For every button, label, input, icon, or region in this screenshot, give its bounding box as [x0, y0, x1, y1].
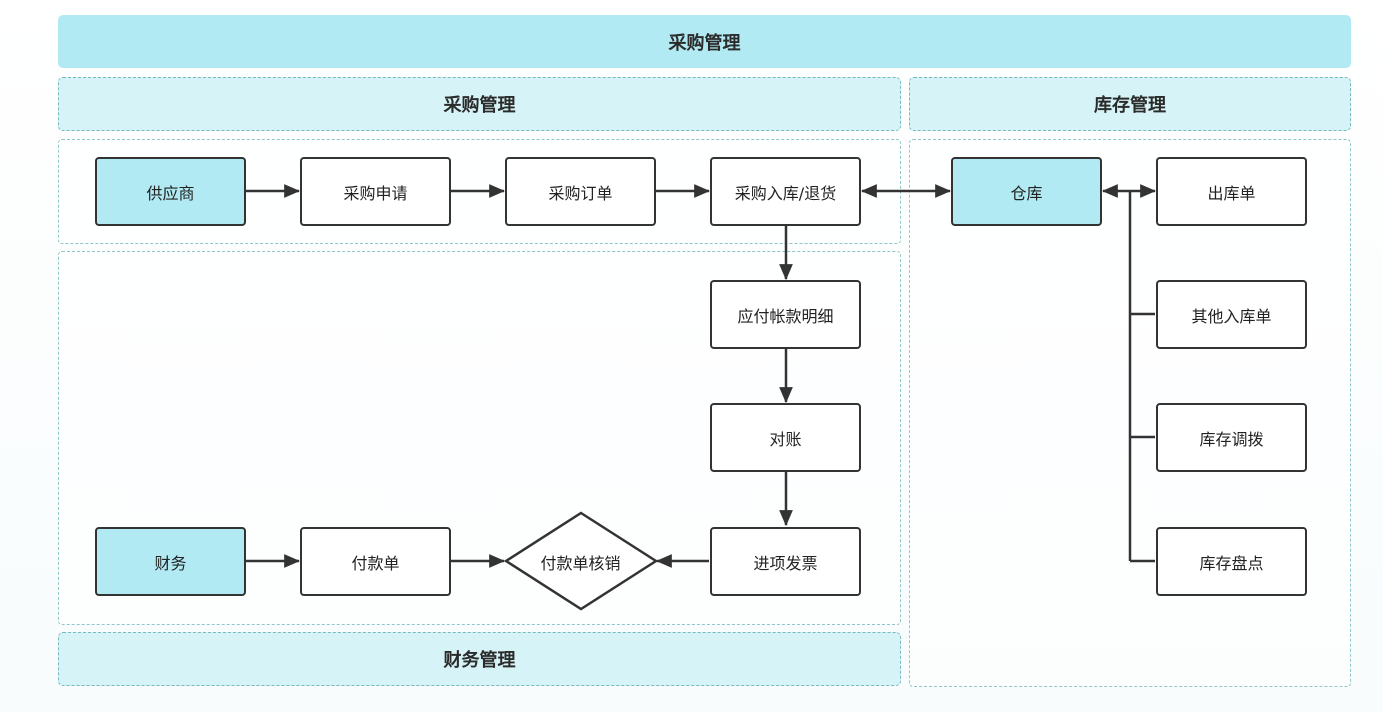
node-reconciliation[interactable]: 对账: [710, 403, 861, 472]
node-stock-transfer[interactable]: 库存调拨: [1156, 403, 1307, 472]
node-input-invoice[interactable]: 进项发票: [710, 527, 861, 596]
diagram-title: 采购管理: [58, 15, 1351, 68]
node-warehouse[interactable]: 仓库: [951, 157, 1102, 226]
node-payment-writeoff[interactable]: 付款单核销: [540, 553, 621, 573]
node-outbound-order[interactable]: 出库单: [1156, 157, 1307, 226]
node-payable-detail[interactable]: 应付帐款明细: [710, 280, 861, 349]
section-header-inventory: 库存管理: [909, 77, 1351, 131]
node-other-inbound-order[interactable]: 其他入库单: [1156, 280, 1307, 349]
node-supplier[interactable]: 供应商: [95, 157, 246, 226]
section-header-purchase: 采购管理: [58, 77, 901, 131]
node-purchase-order[interactable]: 采购订单: [505, 157, 656, 226]
node-stock-count[interactable]: 库存盘点: [1156, 527, 1307, 596]
section-footer-finance: 财务管理: [58, 632, 901, 686]
node-purchase-request[interactable]: 采购申请: [300, 157, 451, 226]
node-finance[interactable]: 财务: [95, 527, 246, 596]
node-payment-order[interactable]: 付款单: [300, 527, 451, 596]
node-purchase-receipt-return[interactable]: 采购入库/退货: [710, 157, 861, 226]
